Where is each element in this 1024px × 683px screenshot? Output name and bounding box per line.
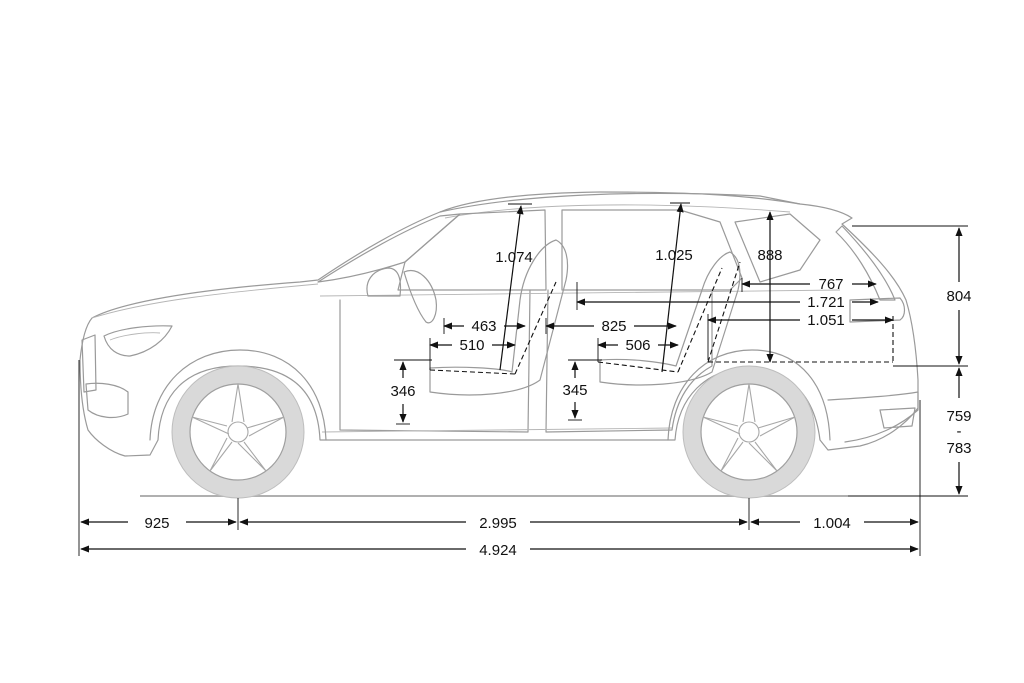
label-wheelbase: 2.995 bbox=[479, 515, 517, 532]
label-overall-length: 4.924 bbox=[479, 542, 517, 559]
side-sill bbox=[321, 427, 673, 433]
label-front-seat-463: 463 bbox=[471, 318, 496, 335]
vehicle-side-view bbox=[79, 191, 919, 497]
rear-bumper bbox=[827, 391, 919, 443]
label-cargo-767: 767 bbox=[818, 276, 843, 293]
label-rear-seat-506: 506 bbox=[625, 337, 650, 354]
steering-wheel bbox=[403, 270, 437, 324]
label-rear-overhang: 1.004 bbox=[813, 515, 851, 532]
rear-door bbox=[545, 289, 713, 433]
front-grille bbox=[81, 334, 97, 393]
rear-seat-cushion-line bbox=[597, 361, 679, 373]
taillight bbox=[849, 297, 906, 323]
label-cargo-1051: 1.051 bbox=[807, 312, 845, 329]
interior-dimension-lines bbox=[394, 202, 894, 425]
body-outline bbox=[79, 192, 919, 457]
rear-wheel bbox=[682, 365, 816, 499]
rear-headroom-line bbox=[661, 203, 684, 373]
label-front-seat-510: 510 bbox=[459, 337, 484, 354]
rear-window bbox=[835, 225, 896, 301]
exterior-dimension-lines bbox=[78, 225, 968, 556]
label-front-headroom: 1.074 bbox=[495, 249, 533, 266]
label-rear-seat-825: 825 bbox=[601, 318, 626, 335]
rear-wheel-arch bbox=[667, 349, 831, 441]
headlight-inner bbox=[109, 332, 161, 341]
front-headroom-line bbox=[499, 205, 524, 371]
front-seat-back-line bbox=[514, 281, 557, 375]
roof-rail-inner bbox=[444, 204, 791, 219]
label-front-overhang: 925 bbox=[144, 515, 169, 532]
headlight bbox=[103, 325, 173, 357]
windshield bbox=[317, 213, 461, 283]
front-wheel-arch bbox=[149, 349, 327, 441]
front-bumper-intake bbox=[85, 382, 129, 419]
label-cargo-1721: 1.721 bbox=[807, 294, 845, 311]
front-side-window bbox=[397, 209, 547, 291]
label-third-row-headroom: 888 bbox=[757, 247, 782, 264]
label-rear-seat-height: 345 bbox=[562, 382, 587, 399]
label-front-seat-height: 346 bbox=[390, 383, 415, 400]
label-loading-sill-min: 759 bbox=[946, 408, 971, 425]
rear-quarter-window bbox=[734, 213, 821, 283]
rear-seatback-folded-line bbox=[707, 261, 741, 363]
rear-side-window bbox=[561, 209, 743, 291]
exhaust-tip bbox=[879, 407, 916, 429]
side-mirror bbox=[366, 267, 402, 297]
label-rear-window-height: 804 bbox=[946, 288, 971, 305]
belt-line bbox=[319, 289, 841, 297]
front-seat bbox=[429, 239, 569, 396]
roof-rail bbox=[439, 191, 801, 213]
rear-seat-back-line bbox=[677, 267, 723, 373]
label-rear-headroom: 1.025 bbox=[655, 247, 693, 264]
front-wheel bbox=[171, 365, 305, 499]
label-loading-sill-separator: - bbox=[957, 423, 962, 440]
rear-seat bbox=[599, 251, 741, 386]
dimension-labels: 1.074 1.025 888 767 1.721 1.051 463 510 … bbox=[144, 247, 971, 559]
front-seat-cushion-line bbox=[429, 369, 516, 375]
label-loading-sill-max: 783 bbox=[946, 440, 971, 457]
hood-line bbox=[91, 283, 319, 319]
